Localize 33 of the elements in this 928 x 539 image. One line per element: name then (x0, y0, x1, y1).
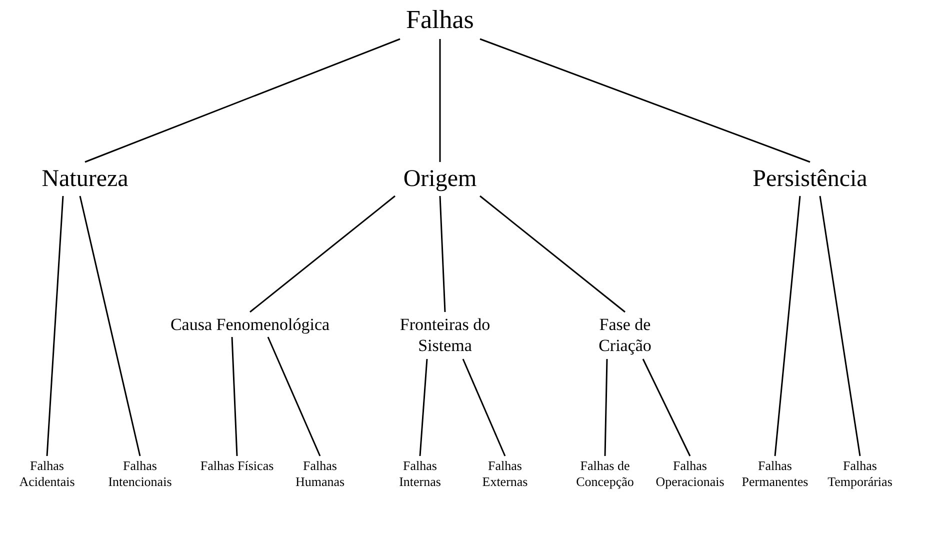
node-label: Falhas Humanas (294, 458, 346, 490)
node-label: Falhas (405, 4, 475, 36)
connector-line (231, 336, 238, 456)
node-label: Falhas Externas (481, 458, 529, 490)
node-label: Falhas Operacionais (654, 458, 726, 490)
node-label: Natureza (40, 165, 130, 194)
connector-line (480, 38, 810, 163)
connector-line (439, 196, 446, 312)
node-label: Fronteiras do Sistema (398, 314, 492, 356)
connector-line (462, 358, 506, 456)
node-label: Persistência (752, 165, 868, 194)
connector-line (480, 195, 626, 313)
node-label: Fase de Criação (598, 314, 652, 356)
node-label: Falhas Acidentais (18, 458, 76, 490)
connector-line (46, 196, 64, 456)
connector-line (84, 38, 400, 163)
connector-line (250, 195, 396, 313)
connector-line (774, 196, 801, 456)
connector-line (79, 196, 141, 456)
node-label: Falhas de Concepção (575, 458, 635, 490)
node-label: Falhas Permanentes (740, 458, 810, 490)
connector-line (642, 358, 691, 456)
node-label: Falhas Temporárias (826, 458, 894, 490)
node-label: Falhas Intencionais (107, 458, 173, 490)
connector-line (267, 336, 321, 456)
connector-line (819, 196, 861, 456)
connector-line (604, 358, 608, 456)
connector-line (439, 39, 441, 162)
node-label: Falhas Internas (398, 458, 442, 490)
connector-line (419, 358, 428, 456)
node-label: Causa Fenomenológica (170, 314, 330, 336)
node-label: Origem (402, 165, 478, 194)
node-label: Falhas Físicas (199, 458, 275, 474)
